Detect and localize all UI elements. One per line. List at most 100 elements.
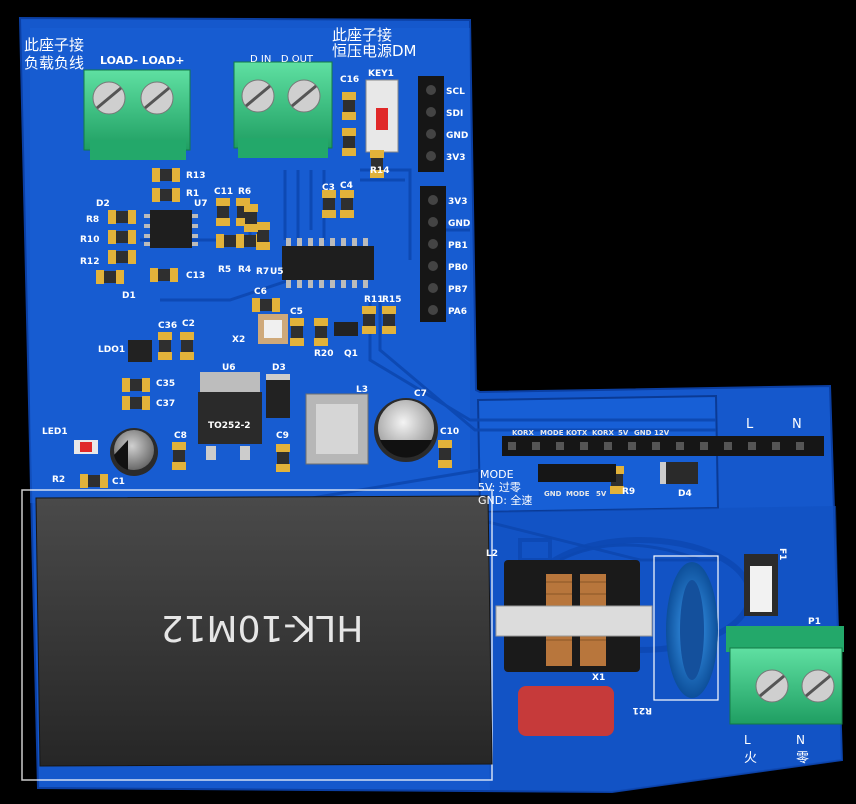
hdr2-pin-4: PB0 [448, 263, 468, 273]
smd-pad [580, 442, 588, 450]
part-r9: R9 [622, 487, 635, 497]
part-c3: C3 [322, 183, 335, 193]
header-i2c [418, 76, 444, 172]
smd-pad [180, 352, 194, 360]
part-x2: X2 [232, 335, 245, 345]
smd-pad [96, 270, 104, 284]
smd-pad [604, 442, 612, 450]
hdr2-pin-1: 3V3 [448, 197, 468, 207]
smd-pad [341, 280, 346, 288]
top-left-note-1: 此座子接 [24, 36, 84, 54]
r14-label: R14 [370, 166, 389, 176]
transistor-q1 [334, 322, 358, 336]
smd-pad [159, 340, 171, 352]
smd-pad [322, 190, 336, 198]
part-r10: R10 [80, 235, 99, 245]
smd-pad [116, 211, 128, 223]
smd-pad [152, 188, 160, 202]
smd-pad [108, 210, 116, 224]
diode-d3 [266, 374, 290, 418]
smd-pad [676, 442, 684, 450]
part-c6: C6 [254, 287, 267, 297]
smd-pad [308, 238, 313, 246]
smd-pad [362, 326, 376, 334]
smd-pad [290, 318, 304, 326]
smd-pad [100, 474, 108, 488]
smd-pad [342, 112, 356, 120]
mode-pin-2: MODE [566, 490, 590, 498]
smd-pad [308, 280, 313, 288]
part-u7: U7 [194, 199, 208, 209]
smd-pad [342, 148, 356, 156]
part-r1: R1 [186, 189, 199, 199]
part-c2: C2 [182, 319, 195, 329]
smd-pad [122, 396, 130, 410]
part-c8: C8 [174, 431, 187, 441]
part-c7: C7 [414, 389, 427, 399]
part-r8: R8 [86, 215, 99, 225]
part-c1: C1 [112, 477, 125, 487]
part-u6: U6 [222, 363, 236, 373]
hdr1-pin-3: GND [446, 131, 468, 141]
smd-pad [314, 318, 328, 326]
part-r21: R21 [633, 705, 652, 715]
smd-pad [382, 306, 396, 314]
mode-note-1: MODE [480, 468, 514, 481]
hdr2-pin-6: PA6 [448, 307, 467, 317]
smd-pad [700, 442, 708, 450]
smd-pad [532, 442, 540, 450]
smd-pad [150, 268, 158, 282]
smd-pad [80, 474, 88, 488]
smd-pad [236, 198, 250, 206]
smd-pad [340, 190, 354, 198]
sub-pin-4: KORX [592, 429, 614, 437]
smd-pad [370, 170, 384, 178]
sub-header [502, 436, 824, 456]
part-c35: C35 [156, 379, 175, 389]
ldo1-chip [128, 340, 152, 362]
smd-pad [382, 326, 396, 334]
part-x1: X1 [592, 673, 605, 683]
ln-top-l: L [746, 417, 754, 432]
smd-pad [340, 210, 354, 218]
smd-pad [216, 234, 224, 248]
part-c5: C5 [290, 307, 303, 317]
diode-d4 [660, 462, 698, 484]
smd-pad [160, 169, 172, 181]
ic-u7 [150, 210, 192, 248]
part-c9: C9 [276, 431, 289, 441]
smd-pad [128, 250, 136, 264]
smd-pad [158, 332, 172, 340]
mode-pin-1: GND [544, 490, 562, 498]
smd-pad [341, 238, 346, 246]
smd-pad [160, 189, 172, 201]
smd-pad [128, 230, 136, 244]
capacitor-c1 [110, 428, 158, 476]
smd-pad [172, 188, 180, 202]
smd-pad [116, 270, 124, 284]
part-to252: TO252-2 [208, 421, 251, 431]
smd-pad [108, 230, 116, 244]
part-r4: R4 [238, 265, 251, 275]
part-r7: R7 [256, 267, 269, 277]
smd-pad [88, 475, 100, 487]
part-r11: R11 [364, 295, 383, 305]
part-c11: C11 [214, 187, 233, 197]
sub-pin-7: 12V [654, 429, 670, 437]
smd-pad [610, 466, 624, 474]
hdr1-pin-2: SDI [446, 109, 463, 119]
smd-pad [286, 238, 291, 246]
smd-pad [272, 298, 280, 312]
smd-pad [180, 332, 194, 340]
capacitor-x1 [518, 686, 614, 736]
sub-pin-1: KORX [512, 429, 534, 437]
smd-pad [244, 235, 256, 247]
header-gpio [420, 186, 446, 322]
inductor-l3 [305, 393, 369, 465]
sub-pin-5: 5V [618, 429, 629, 437]
terminal-din-dout [233, 61, 333, 158]
ic-u5 [282, 246, 374, 280]
smd-pad [108, 250, 116, 264]
smd-pad [217, 206, 229, 218]
